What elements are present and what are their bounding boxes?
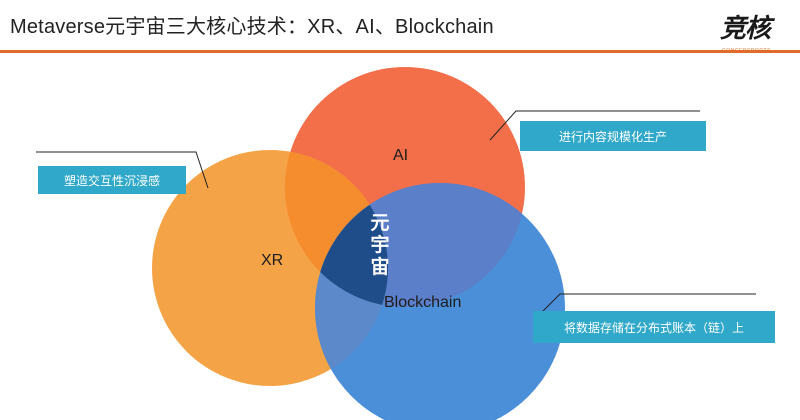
label-xr: XR <box>261 252 284 269</box>
callout-ai: 进行内容规模化生产 <box>520 121 706 151</box>
intersection-ai-xr <box>285 150 388 307</box>
page-title: Metaverse元宇宙三大核心技术：XR、AI、Blockchain <box>10 16 494 38</box>
label-blockchain: Blockchain <box>384 294 462 311</box>
connector-xr <box>36 151 209 189</box>
header-divider <box>0 50 800 53</box>
logo-text: 竞核 <box>720 14 771 44</box>
label-ai: AI <box>393 147 409 164</box>
connector-blockchain <box>539 293 756 315</box>
connector-ai <box>489 110 700 141</box>
callout-xr: 塑造交互性沉浸感 <box>38 166 186 194</box>
label-metaverse-center: 元宇宙 <box>370 212 390 278</box>
callout-blockchain: 将数据存储在分布式账本（链）上 <box>533 311 775 343</box>
intersection-center <box>315 183 388 307</box>
